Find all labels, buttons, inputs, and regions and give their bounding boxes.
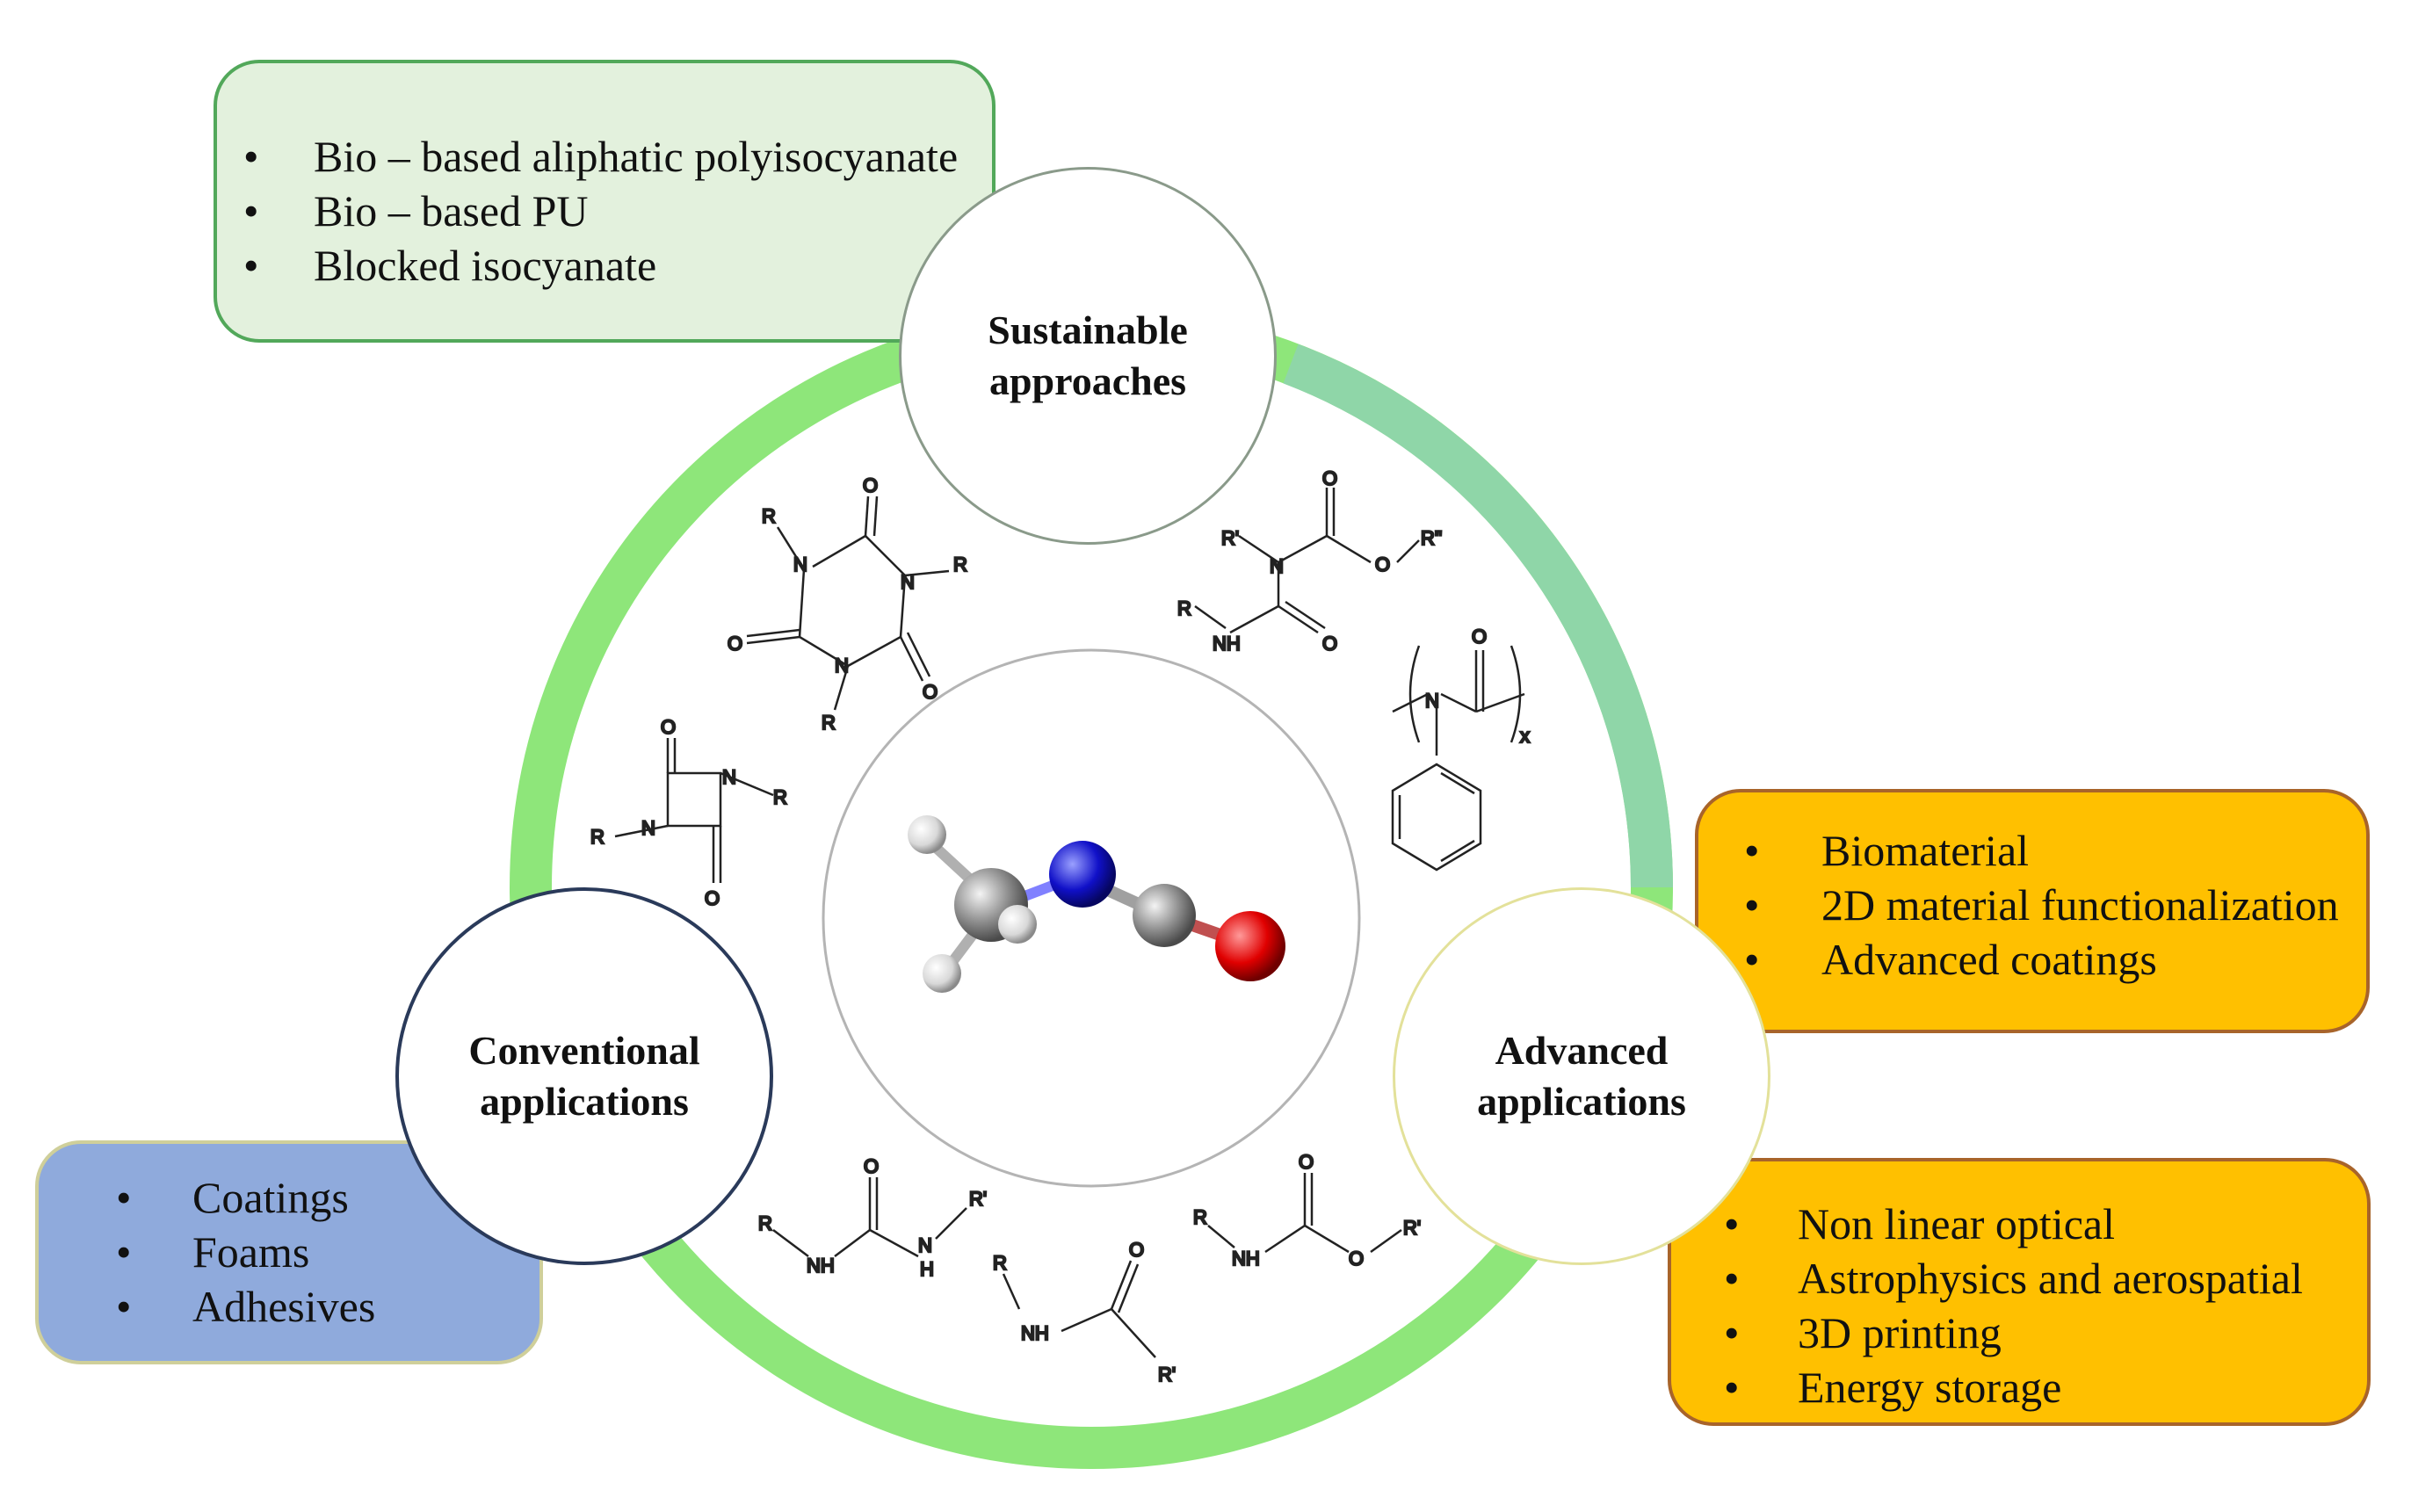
svg-text:O: O xyxy=(923,681,938,703)
svg-text:R: R xyxy=(590,826,605,848)
conventional-list: Coatings Foams Adhesives xyxy=(39,1170,539,1334)
node-label-line: applications xyxy=(1477,1079,1686,1124)
svg-text:N: N xyxy=(1270,555,1284,577)
svg-text:R: R xyxy=(953,553,967,575)
node-label-line: Advanced xyxy=(1495,1028,1669,1073)
svg-text:O: O xyxy=(1472,626,1487,647)
uretdione-structure: O N R N R O xyxy=(590,715,788,911)
urea-structure: R NH O N H R' xyxy=(757,1154,988,1282)
conventional-applications-box: Coatings Foams Adhesives xyxy=(35,1140,543,1364)
list-item: Foams xyxy=(39,1225,539,1279)
allophanate-structure: R' O R'' N O R NH O xyxy=(1177,467,1444,656)
sustainable-approaches-node: Sustainable approaches xyxy=(899,167,1277,545)
list-item: 3D printing xyxy=(1671,1306,2367,1360)
svg-text:NH: NH xyxy=(1232,1248,1260,1270)
list-item: Advanced coatings xyxy=(1698,932,2366,987)
list-item: Non linear optical xyxy=(1671,1197,2367,1251)
hydrogen-atom-icon xyxy=(998,905,1037,944)
sustainable-approaches-box: Bio – based aliphatic polyisocyanate Bio… xyxy=(214,60,996,343)
advanced-applications-node: Advanced applications xyxy=(1393,887,1770,1265)
hydrogen-atom-icon xyxy=(923,954,961,993)
svg-text:O: O xyxy=(863,474,878,496)
advanced-applications-box-top: Biomaterial 2D material functionalizatio… xyxy=(1695,789,2370,1033)
svg-text:R: R xyxy=(1193,1206,1207,1228)
node-label-line: Sustainable xyxy=(988,307,1188,352)
svg-text:R: R xyxy=(762,505,776,527)
isocyanurate-structure: O R R N N N O O R xyxy=(727,474,968,735)
svg-text:N: N xyxy=(835,655,849,676)
list-item: Astrophysics and aerospatial xyxy=(1671,1251,2367,1306)
node-label-line: applications xyxy=(480,1079,689,1124)
svg-text:N: N xyxy=(793,553,807,575)
svg-text:O: O xyxy=(1299,1151,1314,1173)
svg-text:R': R' xyxy=(1221,527,1239,549)
node-label-line: approaches xyxy=(988,358,1187,403)
nitrogen-atom-icon xyxy=(1049,841,1116,908)
outer-ring-teal-arc xyxy=(1283,344,1673,888)
list-item: Bio – based PU xyxy=(217,184,992,238)
svg-text:N: N xyxy=(722,766,736,788)
svg-text:N: N xyxy=(901,571,915,593)
svg-text:R: R xyxy=(1177,597,1191,619)
svg-text:O: O xyxy=(1375,553,1390,575)
molecule-model xyxy=(908,815,1285,993)
svg-text:NH: NH xyxy=(1021,1322,1049,1344)
list-item: 2D material functionalization xyxy=(1698,878,2366,932)
svg-text:N: N xyxy=(641,817,655,839)
amide-structure: R NH O R' xyxy=(992,1238,1177,1387)
svg-text:N: N xyxy=(1425,690,1439,712)
advanced-applications-box-bottom: Non linear optical Astrophysics and aero… xyxy=(1668,1158,2371,1426)
list-item: Bio – based aliphatic polyisocyanate xyxy=(217,129,992,184)
svg-text:O: O xyxy=(1322,633,1337,655)
list-item: Coatings xyxy=(39,1170,539,1225)
svg-text:R': R' xyxy=(1158,1364,1176,1385)
svg-text:R: R xyxy=(993,1252,1007,1274)
inner-circle xyxy=(822,648,1361,1188)
svg-text:R': R' xyxy=(1403,1217,1421,1239)
svg-text:NH: NH xyxy=(807,1255,835,1277)
svg-text:R: R xyxy=(822,712,836,734)
svg-text:H: H xyxy=(920,1258,934,1280)
hydrogen-atom-icon xyxy=(908,815,946,854)
svg-text:R: R xyxy=(758,1212,772,1234)
advanced-list-bottom: Non linear optical Astrophysics and aero… xyxy=(1671,1197,2367,1414)
svg-text:O: O xyxy=(661,716,676,738)
svg-text:O: O xyxy=(705,887,720,909)
svg-text:O: O xyxy=(864,1155,879,1177)
carbon-atom-icon xyxy=(1133,884,1196,947)
svg-text:O: O xyxy=(728,633,742,655)
svg-text:O: O xyxy=(1322,467,1337,489)
list-item: Blocked isocyanate xyxy=(217,238,992,293)
polyisocyanate-structure: O N x xyxy=(1391,625,1531,872)
node-label-line: Conventional xyxy=(468,1028,700,1073)
list-item: Energy storage xyxy=(1671,1360,2367,1414)
svg-text:O: O xyxy=(1349,1248,1364,1270)
advanced-list-top: Biomaterial 2D material functionalizatio… xyxy=(1698,823,2366,987)
svg-text:x: x xyxy=(1520,725,1530,747)
svg-text:NH: NH xyxy=(1213,633,1241,655)
urethane-structure: R NH O O R' xyxy=(1192,1150,1423,1271)
svg-text:N: N xyxy=(918,1234,932,1256)
oxygen-atom-icon xyxy=(1215,911,1285,981)
svg-text:R': R' xyxy=(969,1188,987,1210)
svg-text:R'': R'' xyxy=(1421,527,1442,549)
svg-text:O: O xyxy=(1129,1239,1144,1261)
svg-text:R: R xyxy=(773,786,787,808)
list-item: Biomaterial xyxy=(1698,823,2366,878)
list-item: Adhesives xyxy=(39,1279,539,1334)
sustainable-list: Bio – based aliphatic polyisocyanate Bio… xyxy=(217,129,992,293)
conventional-applications-node: Conventional applications xyxy=(395,887,773,1265)
